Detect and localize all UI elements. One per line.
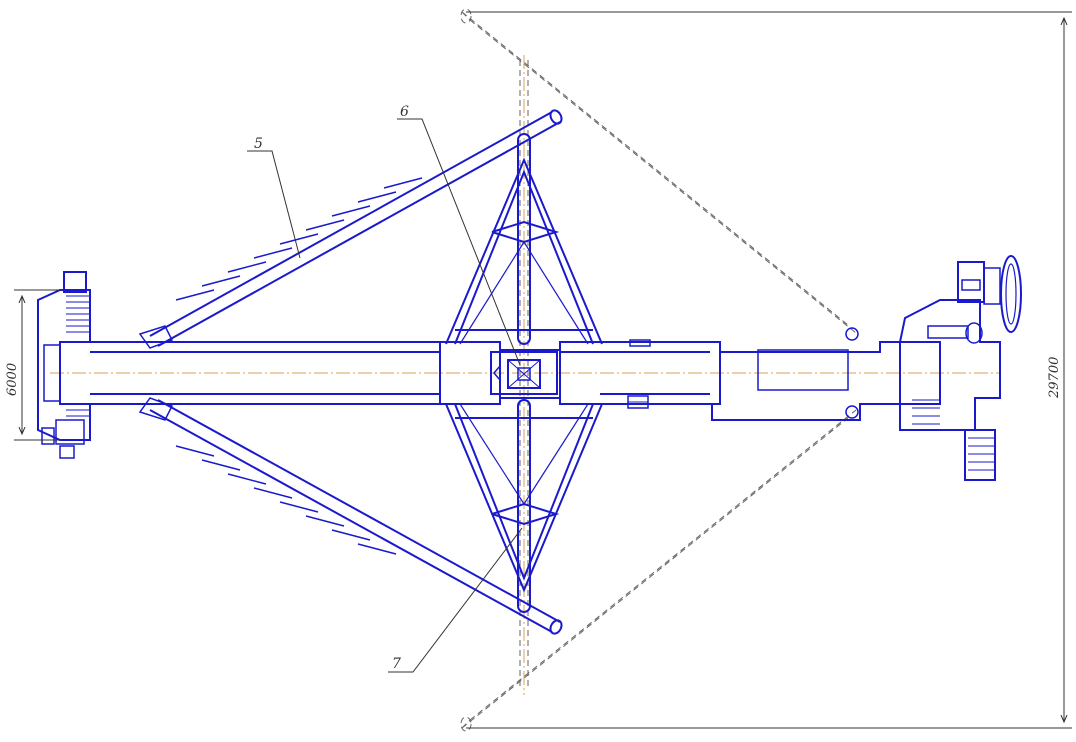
width-dimension	[14, 289, 62, 441]
upper-boom	[138, 109, 563, 349]
callout-6: 6	[400, 104, 409, 120]
width-dimension-label: 6000	[5, 363, 20, 396]
swing-position-outline	[460, 8, 857, 732]
length-dimension	[466, 11, 1072, 729]
callout-5: 5	[254, 136, 263, 152]
left-head	[37, 271, 91, 459]
callout-leaders	[247, 118, 523, 673]
right-head	[845, 255, 1022, 481]
central-hub	[490, 351, 558, 395]
callout-7: 7	[392, 656, 401, 672]
truss-frame	[445, 133, 603, 613]
length-dimension-label: 29700	[1047, 357, 1062, 399]
lower-boom	[138, 397, 563, 635]
